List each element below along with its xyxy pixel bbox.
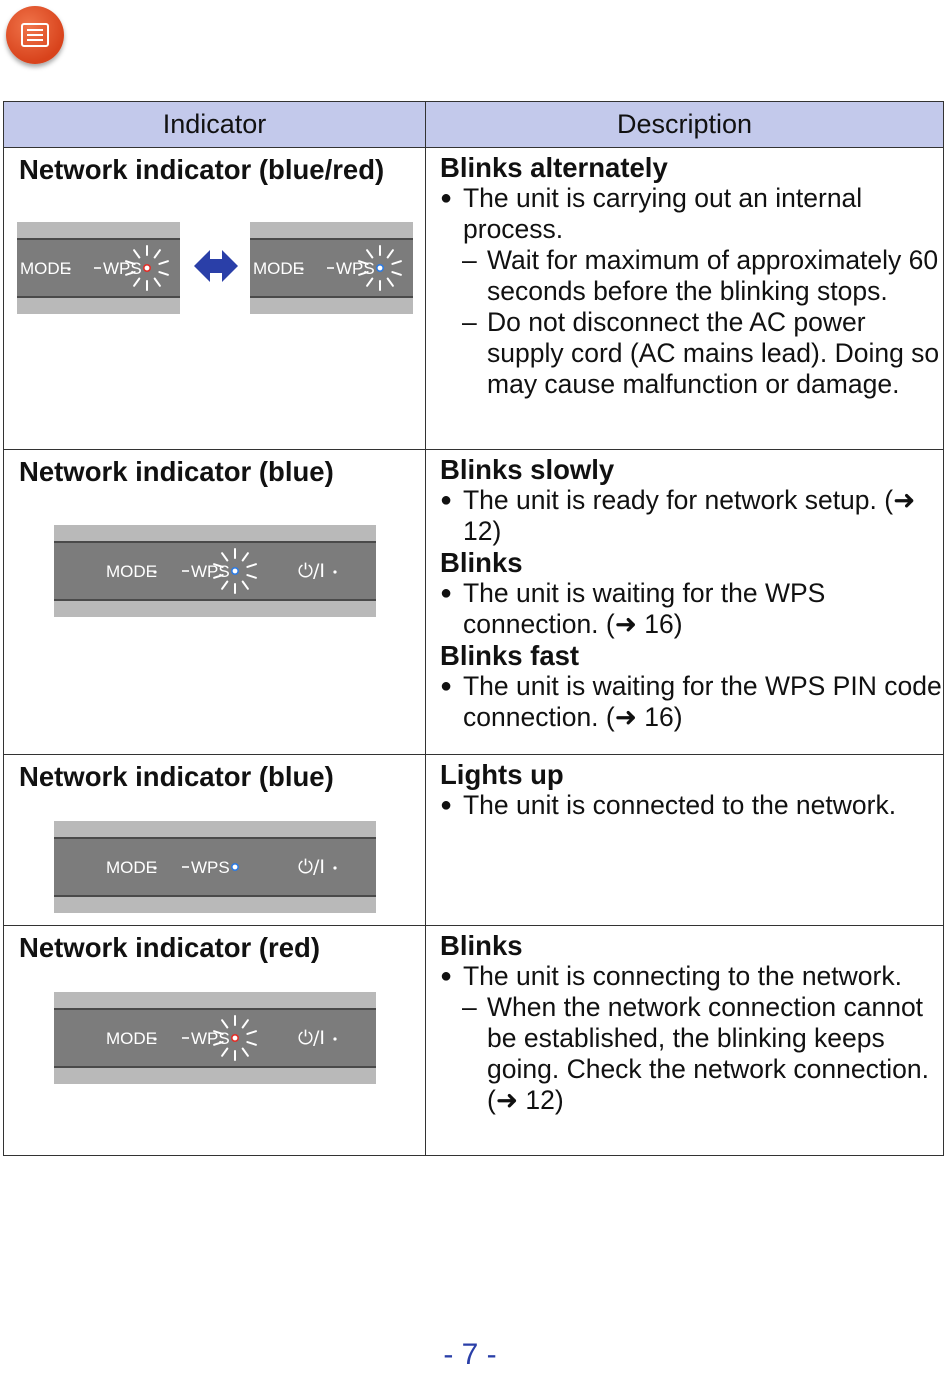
- status-heading: Blinks: [440, 547, 523, 578]
- header-description: Description: [425, 101, 944, 148]
- description-cell: Blinks slowlyThe unit is ready for netwo…: [425, 449, 944, 755]
- network-led: [143, 263, 152, 272]
- power-label: ⏻/I: [298, 1027, 325, 1049]
- sub-item: Wait for maximum of approximately 60 sec…: [440, 245, 943, 307]
- bullet-item: The unit is waiting for the WPS connecti…: [440, 578, 943, 640]
- bullet-item: The unit is connected to the network.: [440, 790, 943, 821]
- network-led: [376, 263, 385, 272]
- mode-label: MODE: [106, 858, 157, 877]
- panel-area: MODE WPS ⏻/I: [4, 488, 425, 617]
- wps-label: WPS: [103, 259, 142, 278]
- indicator-label: Network indicator (blue/red): [19, 154, 385, 185]
- device-panel: MODE WPS ⏻/I: [54, 525, 376, 622]
- bullet-item: The unit is ready for network setup. (➜ …: [440, 485, 943, 547]
- bullet-item: The unit is carrying out an internal pro…: [440, 183, 943, 245]
- blink-rays-icon: [213, 548, 257, 594]
- wps-label: WPS: [191, 562, 230, 581]
- wps-label: WPS: [336, 259, 375, 278]
- wps-label: WPS: [191, 1029, 230, 1048]
- sub-item: When the network connection cannot be es…: [440, 992, 943, 1116]
- panel-area: MODE WPS ⏻/I: [4, 964, 425, 1084]
- power-label: ⏻/I: [298, 856, 325, 878]
- indicator-cell: Network indicator (blue) MODE WPS ⏻/I: [3, 754, 426, 926]
- table-header-row: Indicator Description: [3, 101, 944, 148]
- mode-label: MODE: [253, 259, 304, 278]
- mode-label: MODE: [106, 562, 157, 581]
- mode-label: MODE: [106, 1029, 157, 1048]
- device-panel: MODE WPS ⏻/I: [54, 821, 376, 918]
- table-row: Network indicator (blue/red) MODE WPS MOD…: [3, 147, 944, 450]
- table-row: Network indicator (blue) MODE WPS ⏻/I Blin…: [3, 449, 944, 755]
- swap-arrow-icon: [194, 246, 238, 291]
- description-cell: BlinksThe unit is connecting to the netw…: [425, 925, 944, 1156]
- status-heading: Lights up: [440, 759, 564, 790]
- indicator-label: Network indicator (red): [19, 932, 321, 963]
- network-led: [231, 566, 240, 575]
- device-panel: MODE WPS ⏻/I: [54, 992, 376, 1089]
- indicator-label: Network indicator (blue): [19, 761, 334, 792]
- list-icon: [21, 23, 49, 47]
- table-row: Network indicator (red) MODE WPS ⏻/I Blink…: [3, 925, 944, 1156]
- status-heading: Blinks fast: [440, 640, 580, 671]
- indicator-table: Indicator Description Network indicator …: [3, 101, 944, 1156]
- description-cell: Blinks alternatelyThe unit is carrying o…: [425, 147, 944, 450]
- sub-item: Do not disconnect the AC power supply co…: [440, 307, 943, 400]
- device-panel: MODE WPS: [17, 222, 180, 319]
- panel-pair: MODE WPS MODE WPS: [4, 186, 425, 314]
- description-cell: Lights upThe unit is connected to the ne…: [425, 754, 944, 926]
- header-indicator: Indicator: [3, 101, 426, 148]
- status-heading: Blinks alternately: [440, 152, 668, 183]
- indicator-cell: Network indicator (red) MODE WPS ⏻/I: [3, 925, 426, 1156]
- mode-label: MODE: [20, 259, 71, 278]
- wps-label: WPS: [191, 858, 230, 877]
- indicator-label: Network indicator (blue): [19, 456, 334, 487]
- bullet-item: The unit is waiting for the WPS PIN code…: [440, 671, 943, 733]
- blink-rays-icon: [213, 1015, 257, 1061]
- status-heading: Blinks slowly: [440, 454, 615, 485]
- page-number: - 7 -: [443, 1338, 497, 1371]
- bullet-item: The unit is connecting to the network.: [440, 961, 943, 992]
- indicator-cell: Network indicator (blue/red) MODE WPS MOD…: [3, 147, 426, 450]
- menu-button[interactable]: [6, 6, 64, 64]
- network-led: [231, 862, 240, 871]
- blink-rays-icon: [125, 245, 169, 291]
- table-row: Network indicator (blue) MODE WPS ⏻/I Ligh…: [3, 754, 944, 926]
- device-panel: MODE WPS: [250, 222, 413, 319]
- status-heading: Blinks: [440, 930, 523, 961]
- panel-area: MODE WPS ⏻/I: [4, 793, 425, 913]
- indicator-cell: Network indicator (blue) MODE WPS ⏻/I: [3, 449, 426, 755]
- power-label: ⏻/I: [298, 560, 325, 582]
- blink-rays-icon: [358, 245, 402, 291]
- network-led: [231, 1033, 240, 1042]
